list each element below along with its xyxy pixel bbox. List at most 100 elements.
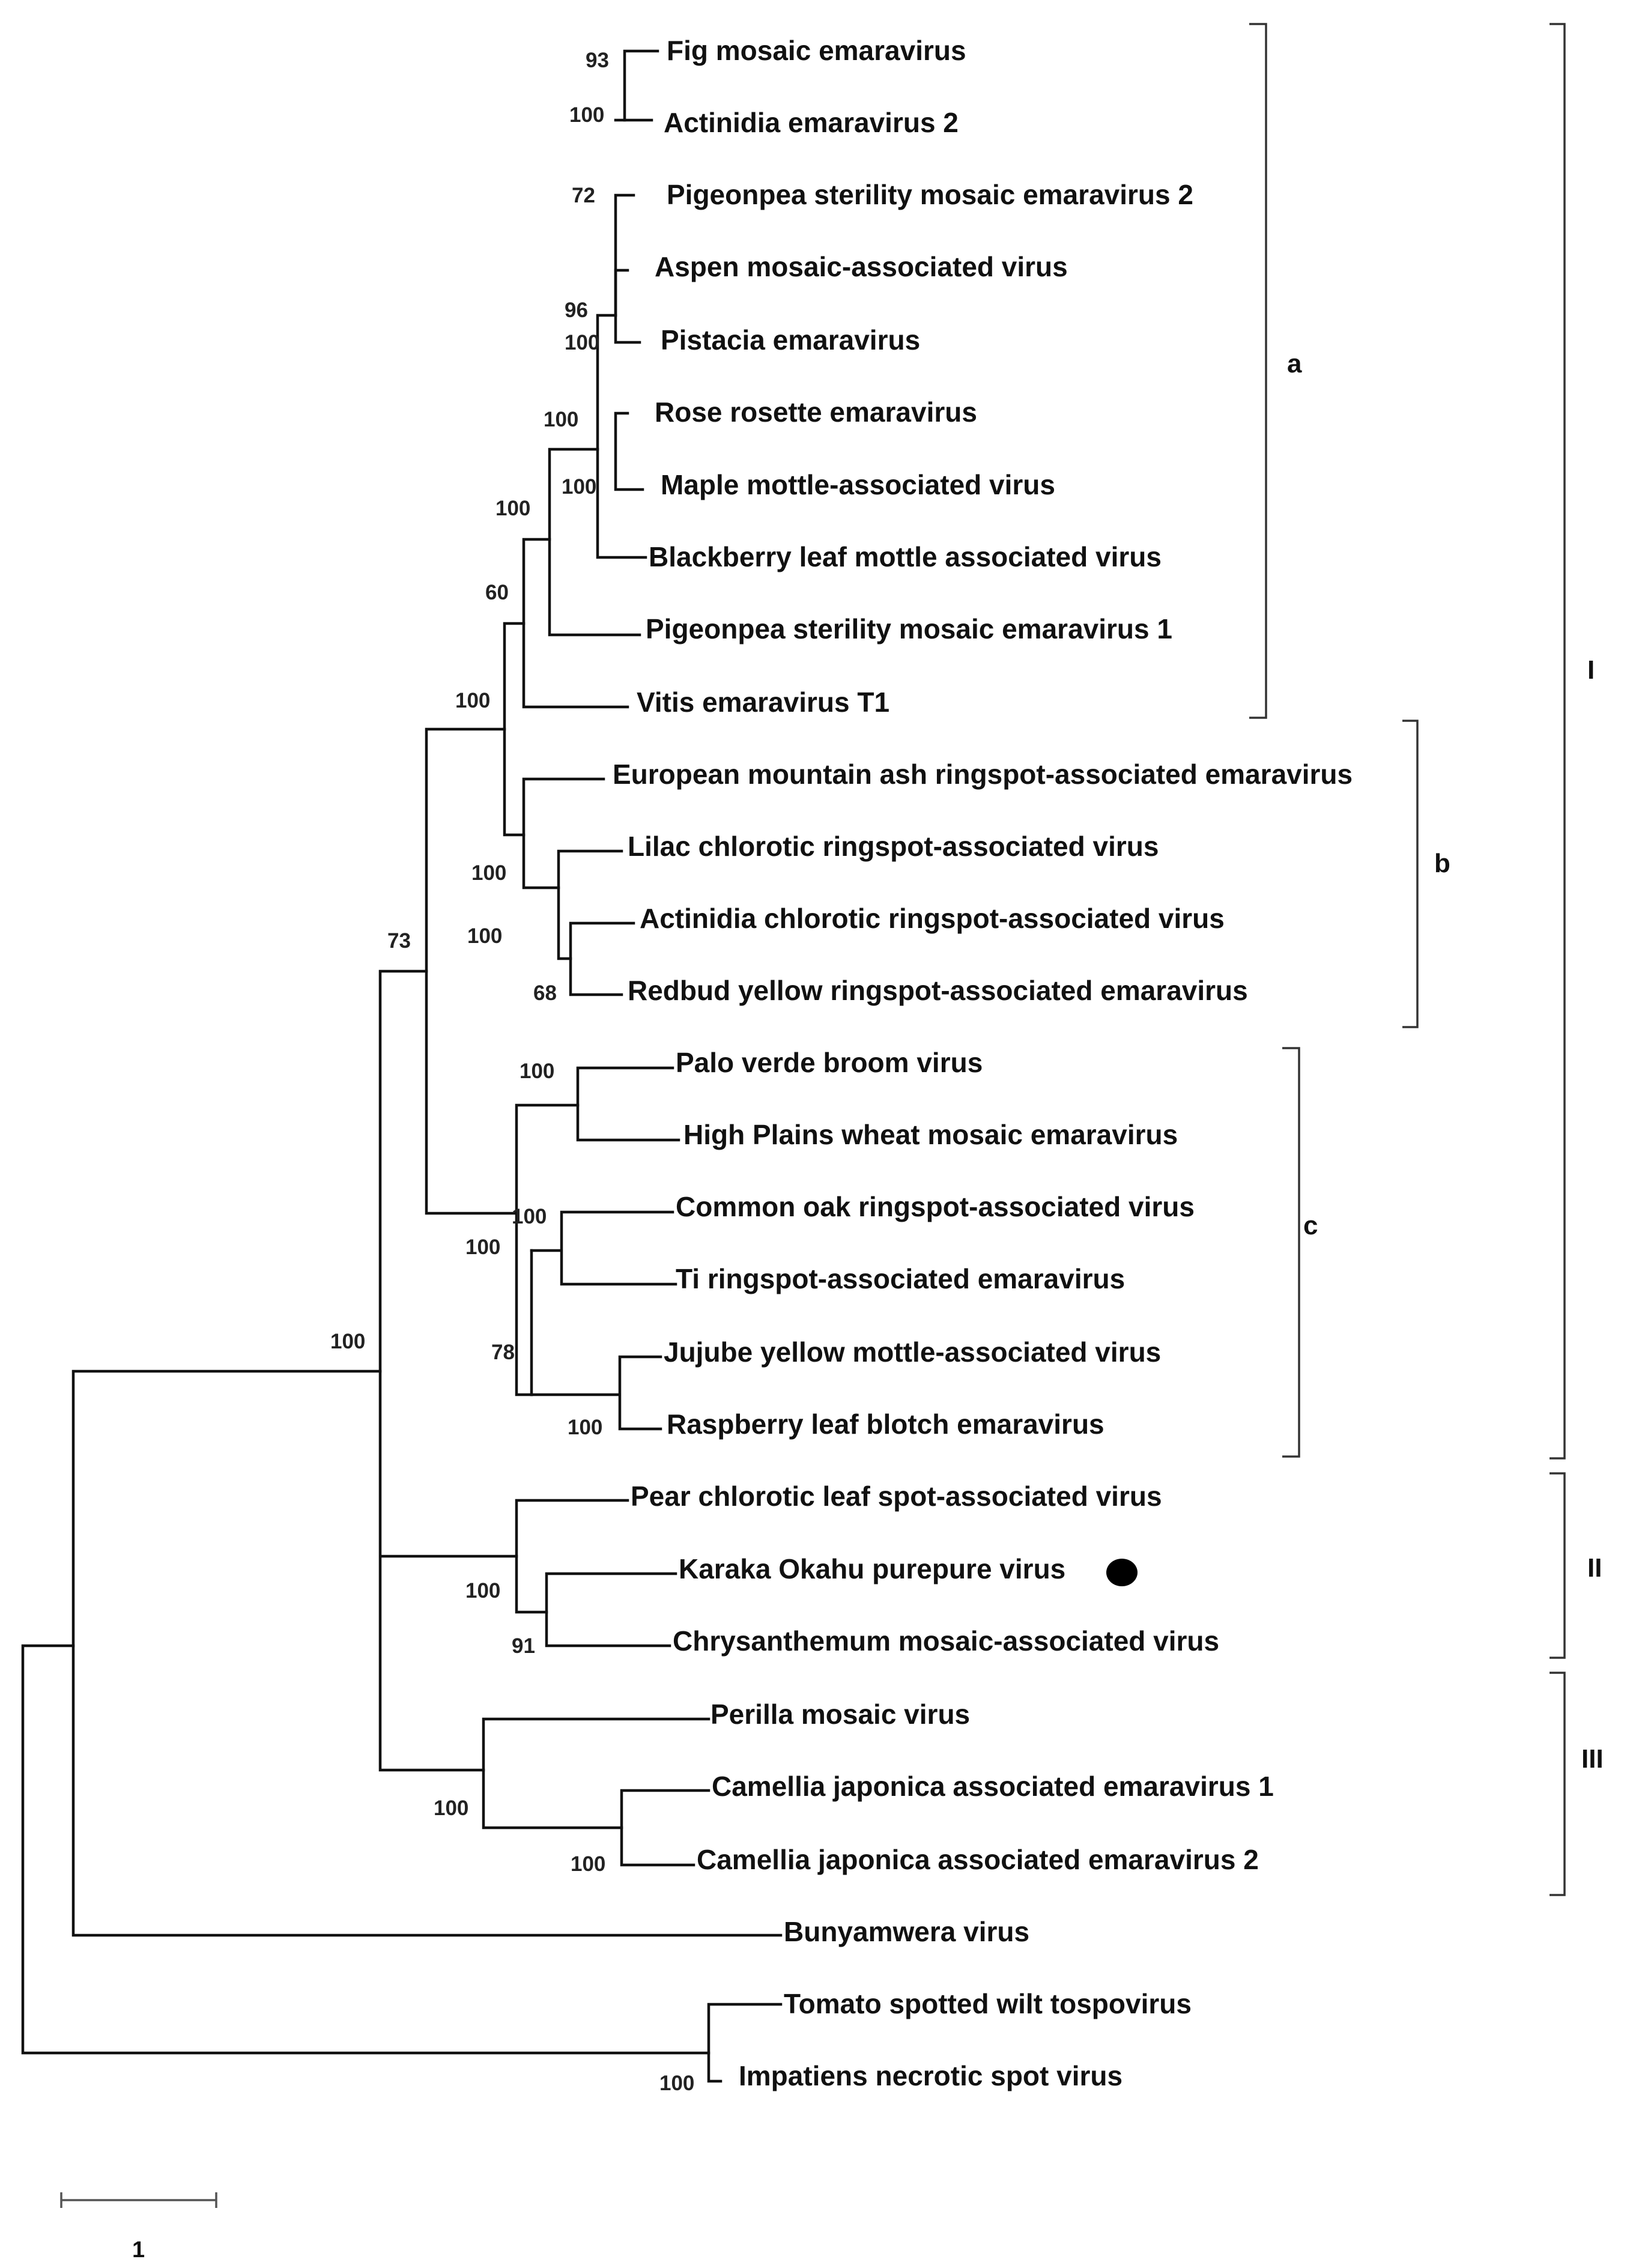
branch-clade-b xyxy=(522,777,605,890)
support-value: 100 xyxy=(471,861,506,885)
taxon-label: Pistacia emaravirus xyxy=(661,324,920,356)
taxon-label: Pigeonpea sterility mosaic emaravirus 1 xyxy=(646,613,1172,644)
taxon-label: Fig mosaic emaravirus xyxy=(667,35,966,66)
branch-camellia xyxy=(620,1789,710,1867)
branch-tospoviruses xyxy=(707,2003,783,2083)
support-value: 100 xyxy=(569,103,604,127)
branch-rose-maple xyxy=(614,411,644,491)
clade-brackets xyxy=(1249,23,1566,1896)
support-value: 100 xyxy=(434,1797,468,1820)
bracket-clade-I xyxy=(1550,23,1566,1460)
taxon-label: Pear chlorotic leaf spot-associated viru… xyxy=(631,1481,1162,1512)
support-value: 72 xyxy=(572,184,595,207)
support-value: 91 xyxy=(512,1634,535,1658)
branch-b-tip xyxy=(569,921,635,996)
bracket-clade-III xyxy=(1550,1672,1566,1896)
bracket-subclade-a xyxy=(1249,23,1267,719)
support-value: 100 xyxy=(467,924,502,948)
taxon-label: Ti ringspot-associated emaravirus xyxy=(676,1263,1125,1294)
branch-fig-actinidia xyxy=(623,49,659,122)
clade-label-I: I xyxy=(1587,655,1595,685)
taxon-label: Rose rosette emaravirus xyxy=(655,396,977,428)
branch-clade-c xyxy=(515,1103,580,1396)
support-value: 100 xyxy=(495,497,530,520)
taxon-label: Actinidia chlorotic ringspot-associated … xyxy=(640,903,1225,934)
support-value: 100 xyxy=(659,2072,694,2095)
highlight-marker-icon xyxy=(1106,1559,1138,1586)
taxon-label: High Plains wheat mosaic emaravirus xyxy=(683,1119,1178,1150)
taxon-label: Camellia japonica associated emaravirus … xyxy=(697,1844,1259,1875)
support-value: 100 xyxy=(565,331,599,354)
taxon-label: Pigeonpea sterility mosaic emaravirus 2 xyxy=(667,179,1193,210)
taxon-label: Chrysanthemum mosaic-associated virus xyxy=(673,1625,1219,1657)
branch-clade-ab xyxy=(503,622,526,837)
taxon-label: Vitis emaravirus T1 xyxy=(637,687,889,718)
bracket-subclade-c xyxy=(1282,1047,1300,1458)
branch-root xyxy=(21,1644,710,2055)
branch-a-core xyxy=(596,314,647,559)
taxon-label: Karaka Okahu purepure virus xyxy=(679,1553,1065,1584)
branch-a-inner xyxy=(548,447,641,637)
taxon-label: Actinidia emaravirus 2 xyxy=(664,107,959,138)
support-value: 96 xyxy=(565,299,588,322)
taxon-label: European mountain ash ringspot-associate… xyxy=(613,759,1353,790)
support-value: 100 xyxy=(455,689,490,712)
taxon-labels: Fig mosaic emaravirus Actinidia emaravir… xyxy=(613,35,1353,2091)
bracket-clade-II xyxy=(1550,1472,1566,1659)
support-value: 93 xyxy=(586,49,609,72)
branch-aspen-pistacia xyxy=(614,268,641,344)
support-value: 100 xyxy=(544,408,578,431)
branch-clade-II xyxy=(515,1499,629,1614)
taxon-label: Lilac chlorotic ringspot-associated viru… xyxy=(628,831,1159,862)
taxon-label: Camellia japonica associated emaravirus … xyxy=(712,1771,1274,1802)
branch-clade-a xyxy=(522,538,629,709)
support-value: 100 xyxy=(512,1205,547,1228)
support-value: 100 xyxy=(568,1416,602,1439)
clade-label-III: III xyxy=(1581,1744,1604,1774)
scale-bar-label: 1 xyxy=(132,2237,145,2263)
support-value: 68 xyxy=(533,981,557,1005)
taxon-label: Jujube yellow mottle-associated virus xyxy=(664,1336,1161,1368)
subclade-label-b: b xyxy=(1434,849,1450,878)
taxon-label: Tomato spotted wilt tospovirus xyxy=(784,1988,1192,2019)
subclade-label-c: c xyxy=(1303,1211,1318,1240)
branch-oak-ti xyxy=(530,1210,677,1286)
support-value: 100 xyxy=(562,475,596,499)
taxon-label: Impatiens necrotic spot virus xyxy=(739,2060,1122,2091)
support-value: 100 xyxy=(465,1236,500,1259)
support-value: 78 xyxy=(491,1341,515,1364)
tree-branches xyxy=(21,49,783,2083)
scale-bar-line xyxy=(60,2192,217,2208)
support-value: 100 xyxy=(465,1579,500,1602)
taxon-label: Raspberry leaf blotch emaravirus xyxy=(667,1408,1104,1440)
support-values: 93 100 72 96 100 100 100 100 60 100 100 … xyxy=(330,49,694,2095)
branch-clade-III xyxy=(482,1717,710,1830)
branch-b-inner xyxy=(557,849,623,960)
branch-karaka-chrys xyxy=(545,1572,677,1648)
subclade-label-a: a xyxy=(1287,349,1302,378)
taxon-label: Perilla mosaic virus xyxy=(710,1699,970,1730)
branch-a-top xyxy=(614,118,635,317)
branch-clade-I xyxy=(425,727,518,1215)
taxon-label: Aspen mosaic-associated virus xyxy=(655,251,1068,282)
taxon-label: Bunyamwera virus xyxy=(784,1916,1029,1947)
support-value: 100 xyxy=(330,1330,365,1353)
taxon-label: Blackberry leaf mottle associated virus xyxy=(649,541,1162,572)
taxon-label: Palo verde broom virus xyxy=(676,1047,983,1078)
clade-label-II: II xyxy=(1587,1553,1602,1583)
support-value: 100 xyxy=(571,1852,605,1876)
branch-jujube-raspberry xyxy=(530,1355,662,1431)
taxon-label: Common oak ringspot-associated virus xyxy=(676,1191,1195,1222)
branch-palo-hpwm xyxy=(576,1066,680,1142)
support-value: 73 xyxy=(387,929,411,953)
clade-labels: a b c I II III xyxy=(1287,349,1604,1774)
bracket-subclade-b xyxy=(1402,720,1419,1028)
branch-ingroup xyxy=(71,1369,783,1937)
taxon-label: Maple mottle-associated virus xyxy=(661,469,1055,500)
scale-bar: 1 xyxy=(60,2192,217,2263)
support-value: 60 xyxy=(485,581,509,604)
support-value: 100 xyxy=(520,1060,554,1083)
branch-emaravirus-crown xyxy=(378,969,518,1772)
taxon-label: Redbud yellow ringspot-associated emarav… xyxy=(628,975,1248,1006)
